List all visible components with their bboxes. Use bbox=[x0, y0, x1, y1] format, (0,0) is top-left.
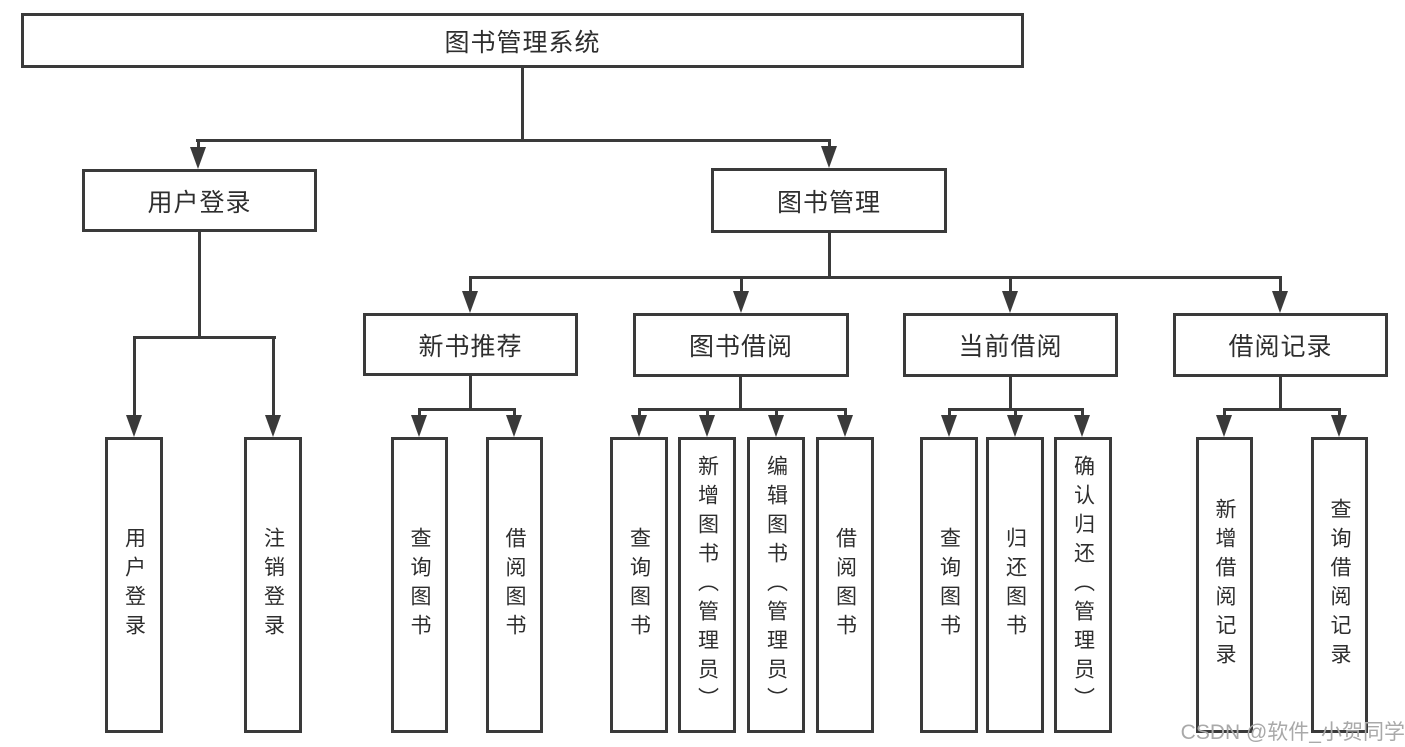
node-label: 用户登录 bbox=[147, 188, 252, 217]
leaf-query-books-recommend: 查询图书 bbox=[391, 437, 448, 733]
connector-root-stem bbox=[521, 68, 524, 139]
leaf-edit-books-admin: 编辑图书（管理员） bbox=[747, 437, 805, 733]
node-label: 新书推荐 bbox=[418, 332, 523, 361]
node-label: 查询图书 bbox=[627, 527, 651, 643]
arrow-down bbox=[821, 146, 837, 168]
connector-drop bbox=[197, 139, 200, 149]
connector-stem bbox=[1279, 377, 1282, 411]
node-borrowing-records: 借阅记录 bbox=[1173, 313, 1388, 377]
connector-drop bbox=[844, 408, 847, 420]
arrow-down bbox=[631, 415, 647, 437]
arrow-down bbox=[768, 415, 784, 437]
node-label: 查询图书 bbox=[408, 527, 431, 643]
arrow-down bbox=[1216, 415, 1232, 437]
node-label: 当前借阅 bbox=[958, 333, 1063, 361]
connector-drop bbox=[1223, 408, 1226, 420]
arrow-down bbox=[733, 291, 749, 313]
leaf-user-login: 用户登录 bbox=[105, 437, 163, 733]
node-new-book-recommend: 新书推荐 bbox=[363, 313, 578, 376]
connector-drop bbox=[948, 408, 951, 420]
node-label: 查询图书 bbox=[937, 527, 961, 643]
connector-drop bbox=[272, 336, 275, 417]
csdn-watermark: CSDN @软件_小贺同学 bbox=[1180, 721, 1405, 744]
leaf-query-borrow-record: 查询借阅记录 bbox=[1311, 437, 1368, 733]
arrow-down bbox=[1272, 291, 1288, 313]
arrow-down bbox=[941, 415, 957, 437]
node-label: 编辑图书（管理员） bbox=[764, 454, 788, 716]
arrow-down bbox=[462, 291, 478, 313]
node-label: 确认归还（管理员） bbox=[1071, 454, 1095, 716]
arrow-down bbox=[1331, 415, 1347, 437]
node-label: 借阅图书 bbox=[503, 527, 526, 643]
arrow-down bbox=[411, 415, 427, 437]
connector-user-login-branch bbox=[133, 336, 276, 339]
connector-branch bbox=[1223, 408, 1341, 411]
leaf-add-books-admin: 新增图书（管理员） bbox=[678, 437, 736, 733]
connector-drop bbox=[133, 336, 136, 417]
arrow-down bbox=[506, 415, 522, 437]
connector-drop bbox=[469, 276, 472, 293]
connector-drop bbox=[638, 408, 641, 420]
node-label: 查询借阅记录 bbox=[1328, 498, 1351, 672]
arrow-down bbox=[265, 415, 281, 437]
arrow-down bbox=[837, 415, 853, 437]
node-library-management-system: 图书管理系统 bbox=[21, 13, 1024, 68]
node-label: 图书管理 bbox=[776, 188, 881, 217]
connector-drop bbox=[1338, 408, 1341, 420]
node-label: 归还图书 bbox=[1003, 527, 1027, 643]
connector-drop bbox=[1279, 276, 1282, 293]
arrow-down bbox=[1074, 415, 1090, 437]
connector-stem bbox=[1009, 377, 1012, 411]
node-current-borrowing: 当前借阅 bbox=[903, 313, 1118, 377]
connector-drop bbox=[1009, 276, 1012, 293]
node-book-borrowing: 图书借阅 bbox=[633, 313, 849, 377]
connector-drop bbox=[1081, 408, 1084, 420]
node-label: 新增图书（管理员） bbox=[695, 454, 719, 716]
connector-level3-branch bbox=[469, 276, 1282, 279]
node-label: 图书借阅 bbox=[688, 333, 793, 361]
connector-book-management-stem bbox=[828, 233, 831, 279]
arrow-down bbox=[1007, 415, 1023, 437]
arrow-down bbox=[126, 415, 142, 437]
node-label: 借阅图书 bbox=[833, 527, 857, 643]
node-label: 借阅记录 bbox=[1228, 333, 1333, 361]
connector-drop bbox=[828, 139, 831, 148]
arrow-down bbox=[190, 147, 206, 169]
leaf-borrow-books: 借阅图书 bbox=[816, 437, 874, 733]
connector-user-login-stem bbox=[198, 232, 201, 339]
node-label: 注销登录 bbox=[261, 527, 285, 643]
node-label: 图书管理系统 bbox=[444, 28, 601, 57]
connector-branch bbox=[638, 408, 847, 411]
connector-stem bbox=[469, 376, 472, 411]
arrow-down bbox=[1002, 291, 1018, 313]
leaf-logout: 注销登录 bbox=[244, 437, 302, 733]
node-label: 新增借阅记录 bbox=[1213, 498, 1236, 672]
connector-stem bbox=[739, 377, 742, 411]
connector-drop bbox=[513, 408, 516, 420]
node-user-login: 用户登录 bbox=[82, 169, 317, 232]
connector-branch bbox=[418, 408, 516, 411]
connector-drop bbox=[418, 408, 421, 420]
leaf-query-books-current: 查询图书 bbox=[920, 437, 978, 733]
leaf-borrow-books-recommend: 借阅图书 bbox=[486, 437, 543, 733]
connector-level1-branch bbox=[196, 139, 831, 142]
node-book-management: 图书管理 bbox=[711, 168, 947, 233]
connector-drop bbox=[740, 276, 743, 293]
leaf-add-borrow-record: 新增借阅记录 bbox=[1196, 437, 1253, 733]
connector-drop bbox=[706, 408, 709, 420]
connector-drop bbox=[1014, 408, 1017, 420]
connector-drop bbox=[775, 408, 778, 420]
node-label: 用户登录 bbox=[122, 527, 146, 643]
arrow-down bbox=[699, 415, 715, 437]
leaf-query-books-borrowing: 查询图书 bbox=[610, 437, 668, 733]
leaf-return-books: 归还图书 bbox=[986, 437, 1044, 733]
leaf-confirm-return-admin: 确认归还（管理员） bbox=[1054, 437, 1112, 733]
